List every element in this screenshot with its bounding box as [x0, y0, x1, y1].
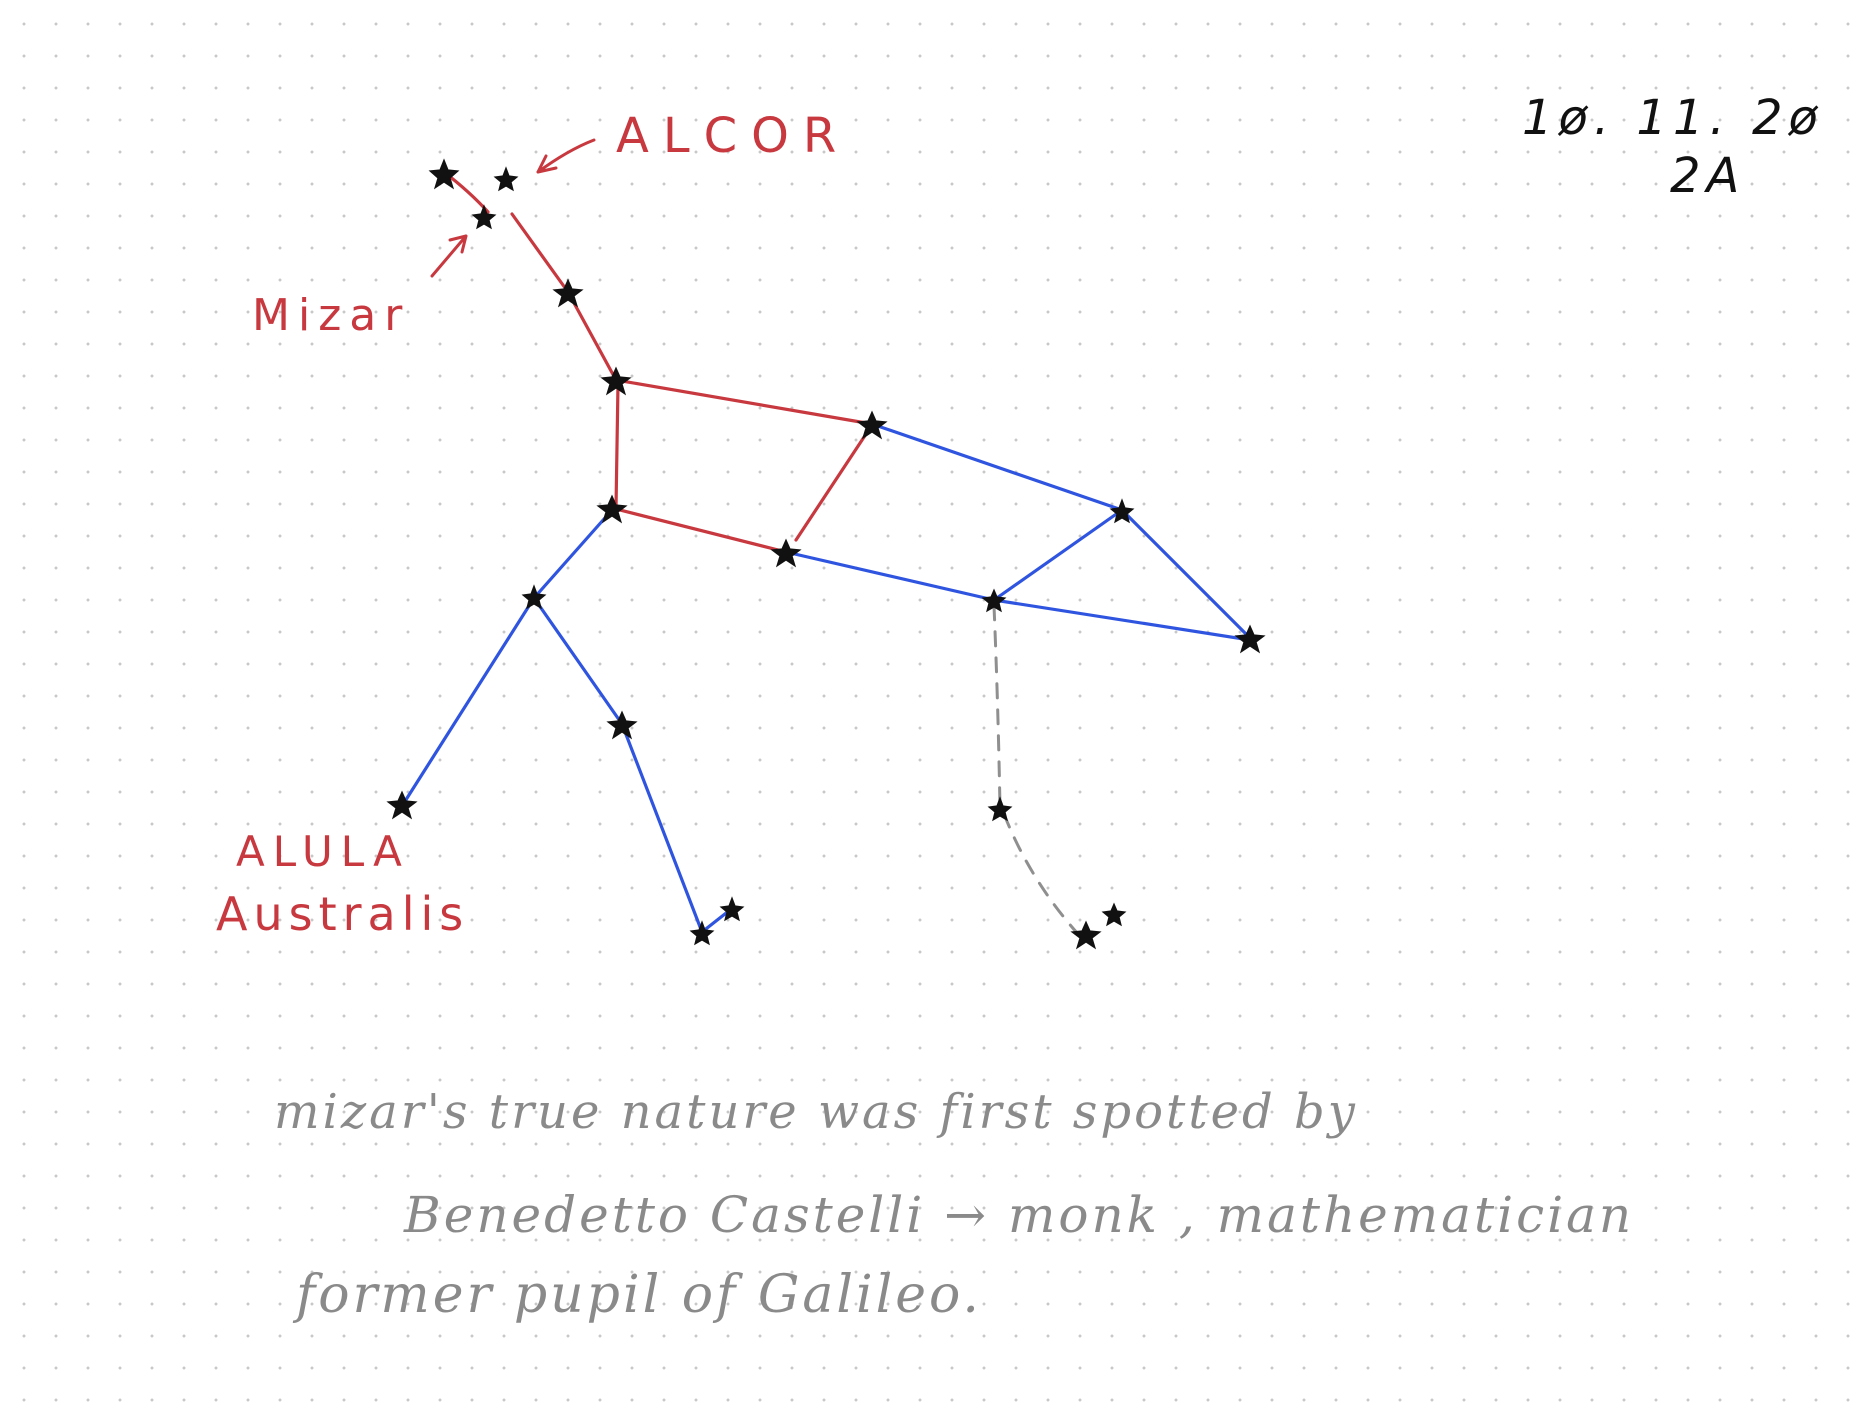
line-handle-2-to-megrez [566, 290, 618, 382]
note-line-3: former pupil of Galileo. [292, 1265, 982, 1325]
line-foot-to-foot2 [700, 908, 732, 934]
line-phecda-to-mid [784, 550, 996, 602]
star-dubhe [856, 410, 888, 440]
gray-dashed-lines [992, 604, 1080, 936]
line-body-to-leg [532, 508, 614, 600]
line-mizar-to-handle-2 [510, 212, 570, 294]
red-lines [442, 170, 874, 554]
line-mid-to-hind [992, 604, 1002, 810]
arrow-to-mizar-icon [430, 234, 468, 278]
line-leg-to-knee [532, 596, 624, 726]
line-dubhe-to-east [870, 422, 1124, 512]
star-handle-tip [428, 158, 460, 190]
note-line-1: mizar's true nature was first spotted by [274, 1084, 1358, 1140]
star-body [596, 494, 628, 524]
star-leg [521, 584, 547, 610]
line-megrez-to-dubhe [614, 378, 874, 426]
star-megrez [600, 366, 632, 396]
line-knee-to-foot [620, 722, 704, 934]
date-label: 1ø. 11. 2ø [1522, 90, 1824, 146]
line-phecda-to-dubhe [794, 426, 872, 542]
star-paw-2 [1101, 902, 1127, 927]
alula-label-line1: ALULA [236, 827, 410, 876]
star-east [1109, 498, 1135, 524]
line-leg-to-alula [400, 596, 536, 808]
alula-label-line2: Australis [216, 887, 469, 941]
star-hind [987, 796, 1013, 822]
mizar-label: Mizar [252, 290, 410, 341]
line-megrez-to-body [614, 382, 620, 510]
arrow-to-alcor-icon [536, 138, 596, 174]
page-ref-label: 2A [1670, 148, 1745, 204]
alcor-label: ALCOR [616, 108, 850, 164]
line-body-to-phecda [610, 506, 788, 554]
star-knee [606, 710, 638, 740]
line-east-to-tail [1120, 508, 1254, 642]
star-alcor [493, 166, 519, 192]
note-line-2: Benedetto Castelli → monk , mathematicia… [403, 1186, 1634, 1244]
annotation-arrows [430, 138, 596, 278]
star-phecda [770, 538, 802, 568]
star-paw [1070, 920, 1102, 950]
stars [386, 158, 1266, 950]
star-foot [689, 920, 715, 946]
star-mid [981, 588, 1007, 613]
star-handle-2 [552, 278, 584, 308]
star-alula-australis [386, 790, 418, 820]
star-mizar [471, 204, 497, 230]
star-foot-2 [719, 896, 745, 922]
star-tail [1234, 624, 1266, 654]
blue-lines [400, 422, 1254, 934]
line-mid-to-east [992, 508, 1124, 602]
line-hind-to-paw [1002, 812, 1080, 936]
line-mid-to-tail [992, 598, 1252, 642]
